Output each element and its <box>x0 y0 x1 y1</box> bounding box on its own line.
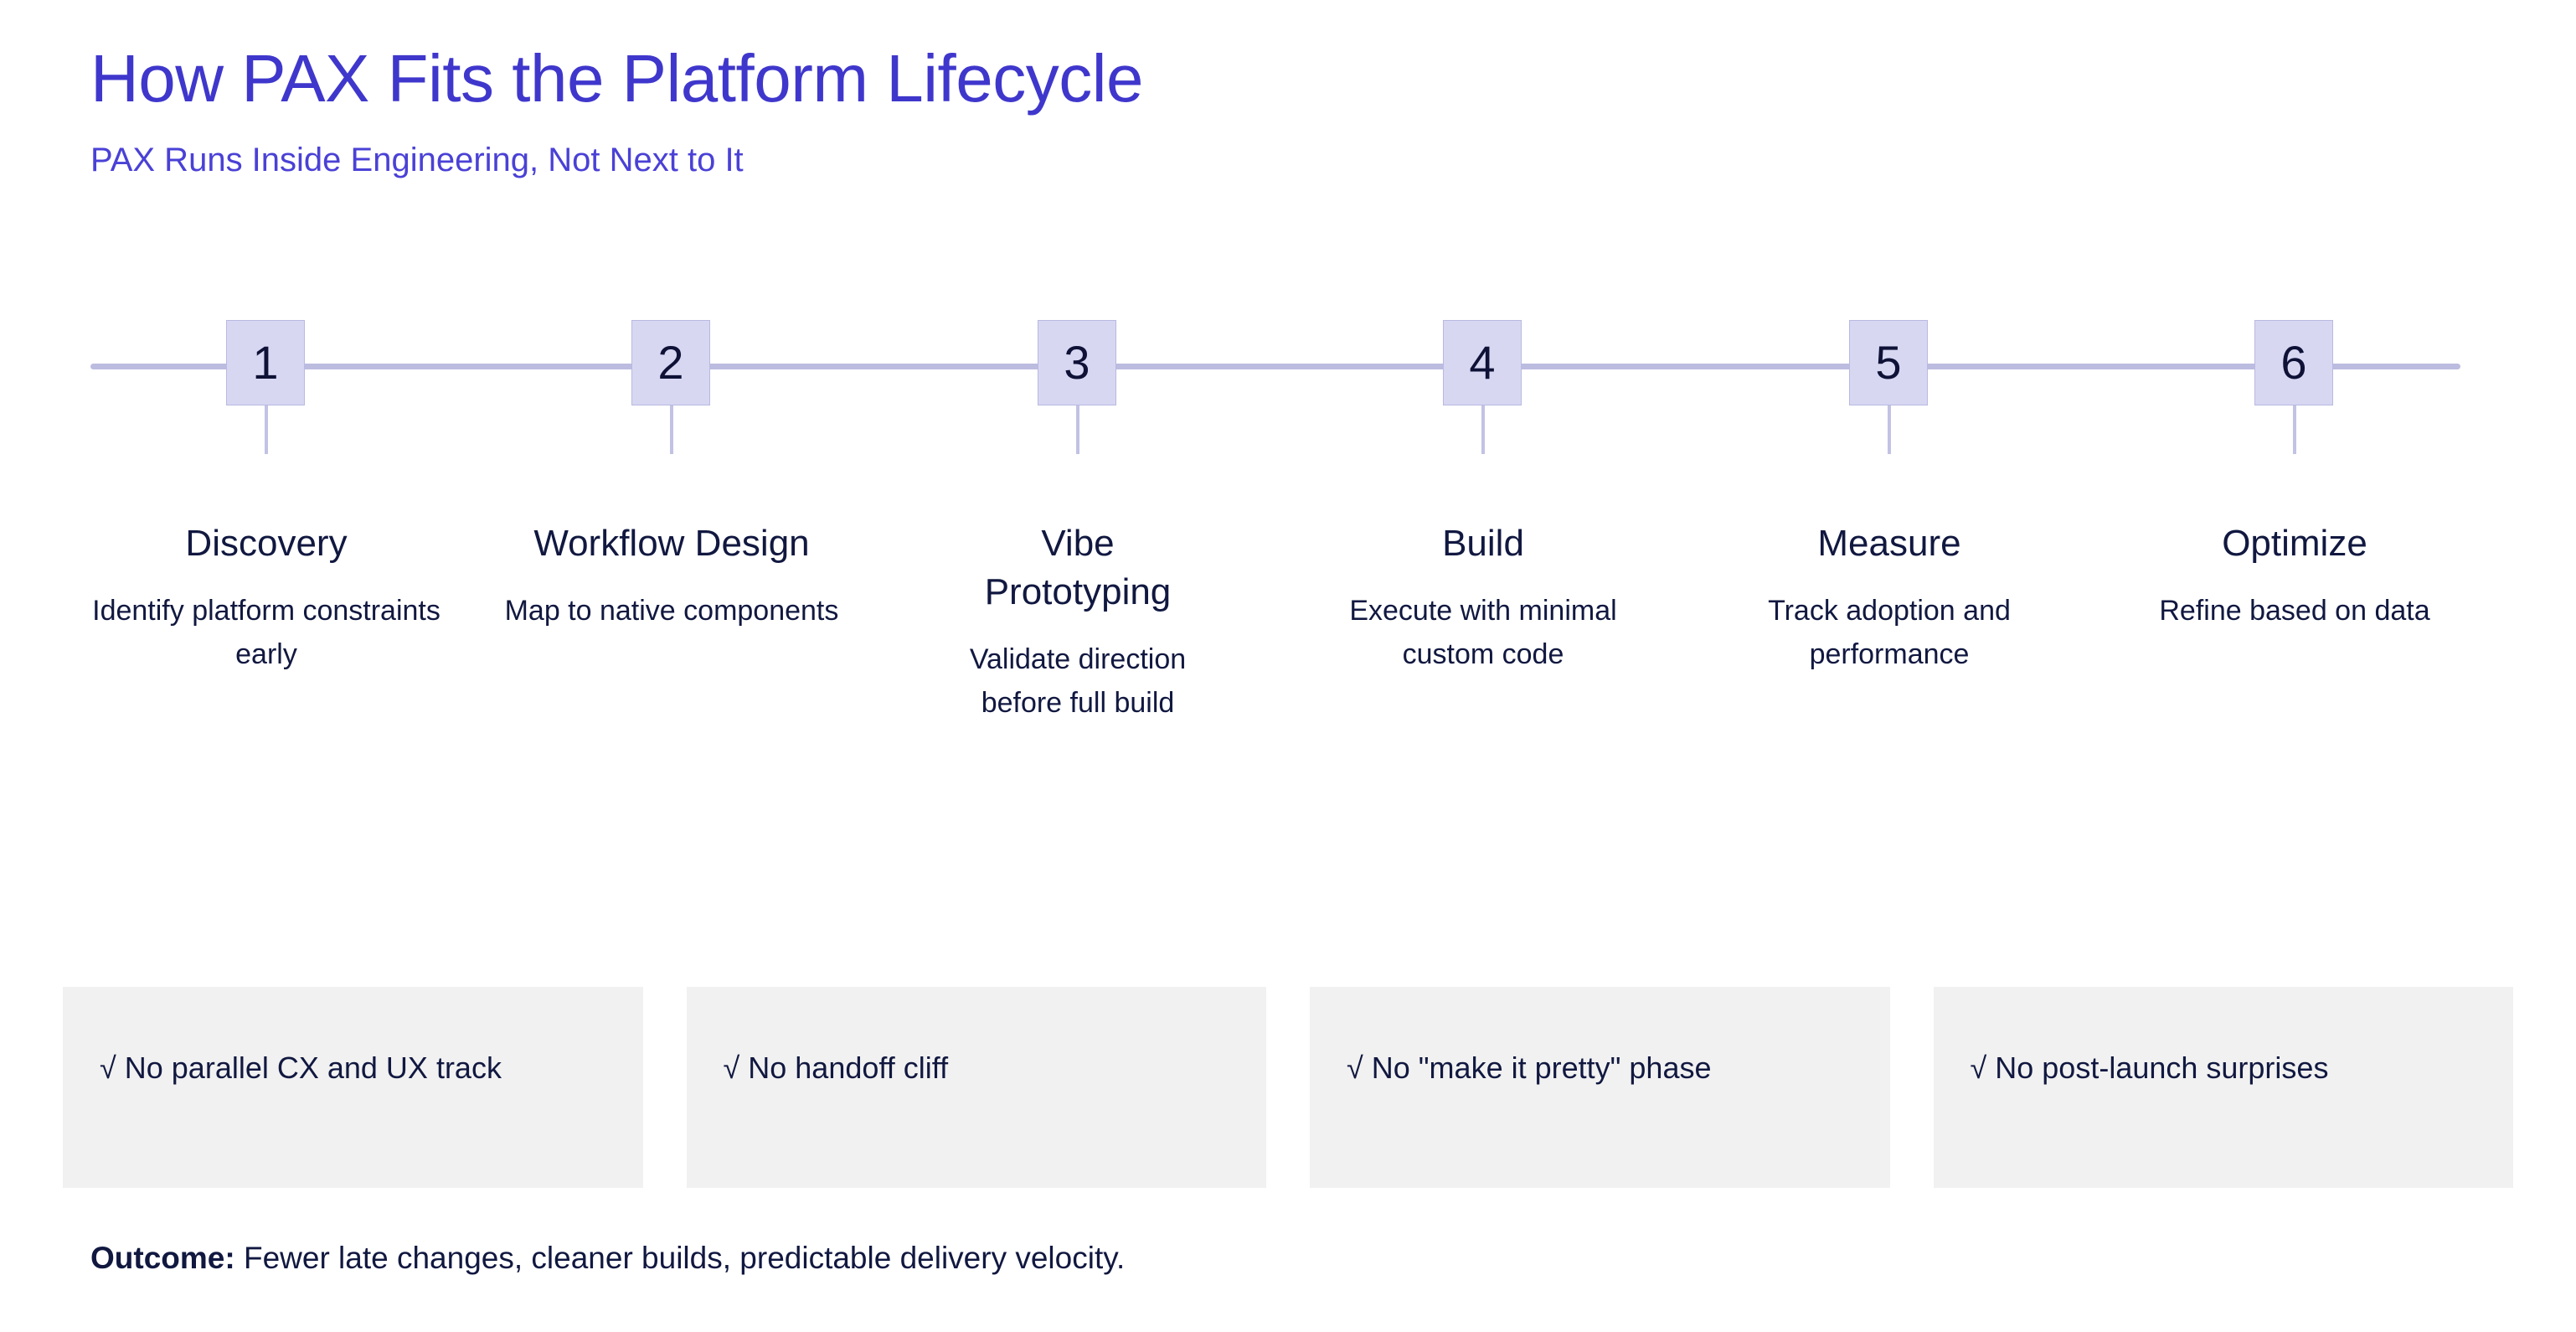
lifecycle-step-5: Measure Track adoption and performance <box>1730 519 2048 676</box>
timeline-marker-number-6: 6 <box>2254 320 2333 405</box>
header: How PAX Fits the Platform Lifecycle PAX … <box>90 41 2486 180</box>
benefit-card-text-1: √ No parallel CX and UX track <box>100 1051 502 1085</box>
timeline-marker-4[interactable]: 4 <box>1443 302 1523 454</box>
timeline-stem-1 <box>265 405 268 454</box>
outcome-label: Outcome: <box>90 1241 235 1275</box>
timeline-stem-5 <box>1888 405 1891 454</box>
step-description-4: Execute with minimal custom code <box>1349 595 1617 670</box>
timeline-marker-number-1: 1 <box>226 320 305 405</box>
step-title-5: Measure <box>1817 523 1961 564</box>
page-title: How PAX Fits the Platform Lifecycle <box>90 41 1144 116</box>
step-title-2: Workflow Design <box>533 523 810 564</box>
benefit-card-4: √ No post-launch surprises <box>1933 987 2513 1188</box>
outcome-text: Fewer late changes, cleaner builds, pred… <box>234 1241 1126 1275</box>
outcome-line: Outcome: Fewer late changes, cleaner bui… <box>90 1238 1125 1278</box>
step-title-6: Optimize <box>2222 523 2367 564</box>
timeline-marker-6[interactable]: 6 <box>2254 302 2335 454</box>
page-subtitle: PAX Runs Inside Engineering, Not Next to… <box>90 141 744 178</box>
step-description-3: Validate direction before full build <box>969 643 1187 719</box>
benefit-card-text-2: √ No handoff cliff <box>723 1051 949 1085</box>
step-title-3: Vibe Prototyping <box>984 523 1172 613</box>
timeline-marker-1[interactable]: 1 <box>226 302 307 454</box>
benefit-card-text-3: √ No "make it pretty" phase <box>1347 1051 1712 1085</box>
lifecycle-step-3: Vibe Prototyping Validate direction befo… <box>952 519 1203 725</box>
step-description-5: Track adoption and performance <box>1768 595 2011 670</box>
timeline-rail <box>90 364 2460 369</box>
lifecycle-step-2: Workflow Design Map to native components <box>496 519 848 633</box>
timeline-marker-number-5: 5 <box>1849 320 1928 405</box>
step-description-1: Identify platform constraints early <box>92 595 440 670</box>
lifecycle-step-1: Discovery Identify platform constraints … <box>90 519 442 676</box>
benefit-card-3: √ No "make it pretty" phase <box>1310 987 1890 1188</box>
benefit-card-1: √ No parallel CX and UX track <box>63 987 643 1188</box>
timeline-stem-3 <box>1076 405 1079 454</box>
step-description-2: Map to native components <box>504 595 839 627</box>
lifecycle-steps: Discovery Identify platform constraints … <box>0 519 2576 922</box>
timeline-stem-6 <box>2293 405 2296 454</box>
step-description-6: Refine based on data <box>2159 595 2430 627</box>
timeline-stem-2 <box>670 405 673 454</box>
timeline-marker-3[interactable]: 3 <box>1038 302 1118 454</box>
benefit-card-text-4: √ No post-launch surprises <box>1970 1051 2329 1085</box>
timeline-stem-4 <box>1481 405 1485 454</box>
lifecycle-step-4: Build Execute with minimal custom code <box>1307 519 1659 676</box>
lifecycle-timeline: 1 2 3 4 5 6 <box>0 302 2576 469</box>
timeline-marker-number-3: 3 <box>1038 320 1116 405</box>
timeline-marker-number-4: 4 <box>1443 320 1522 405</box>
step-title-1: Discovery <box>185 523 348 564</box>
lifecycle-step-6: Optimize Refine based on data <box>2144 519 2445 633</box>
benefit-card-2: √ No handoff cliff <box>686 987 1266 1188</box>
benefit-card-row: √ No parallel CX and UX track √ No hando… <box>63 987 2513 1188</box>
timeline-marker-number-2: 2 <box>631 320 710 405</box>
step-title-4: Build <box>1442 523 1524 564</box>
timeline-marker-5[interactable]: 5 <box>1849 302 1929 454</box>
timeline-marker-2[interactable]: 2 <box>631 302 712 454</box>
